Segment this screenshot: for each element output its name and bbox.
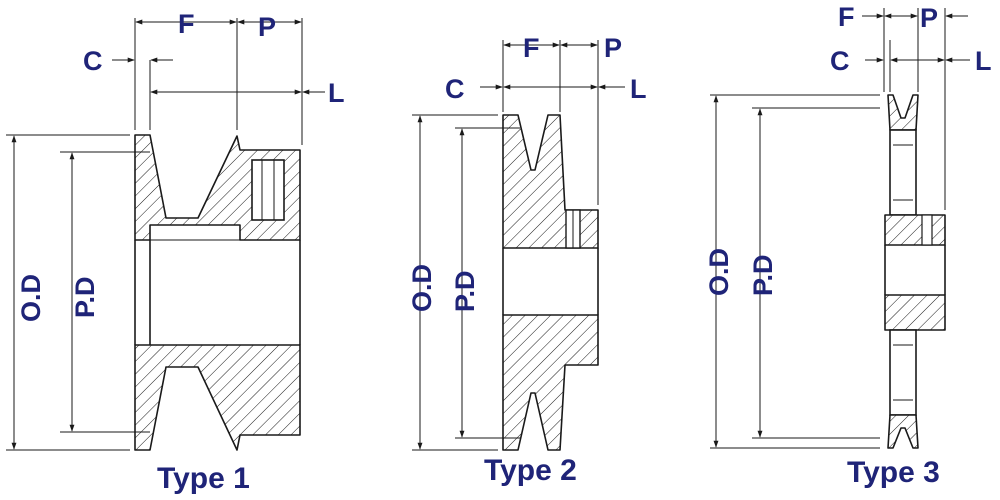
type-3-caption: Type 3 [847, 456, 940, 489]
type-3-pulley: F P C L O.D P.D Type 3 [704, 2, 992, 489]
type-2-p-label: P [604, 33, 622, 63]
type-1-pulley: F P C L O.D P.D Type 1 [6, 9, 345, 495]
type-2-l-label: L [630, 74, 647, 104]
type-3-l-label: L [975, 46, 992, 76]
type-2-caption: Type 2 [484, 454, 577, 487]
type-3-pd-label: P.D [748, 254, 778, 296]
type-1-od-label: O.D [16, 274, 46, 322]
type-1-p-label: P [258, 12, 276, 42]
type-1-caption: Type 1 [157, 462, 250, 495]
type-2-od-label: O.D [407, 264, 437, 312]
type-1-f-label: F [178, 9, 195, 39]
type-2-pulley: F P C L O.D P.D Type 2 [407, 33, 647, 487]
type-1-l-label: L [328, 78, 345, 108]
type-2-pd-label: P.D [450, 270, 480, 312]
type-1-pd-label: P.D [70, 276, 100, 318]
type-1-c-label: C [83, 46, 103, 76]
type-3-od-label: O.D [704, 248, 734, 296]
type-3-c-label: C [830, 46, 850, 76]
type-3-f-label: F [838, 2, 855, 32]
type-2-f-label: F [523, 33, 540, 63]
type-3-p-label: P [920, 3, 938, 33]
type-2-c-label: C [445, 74, 465, 104]
